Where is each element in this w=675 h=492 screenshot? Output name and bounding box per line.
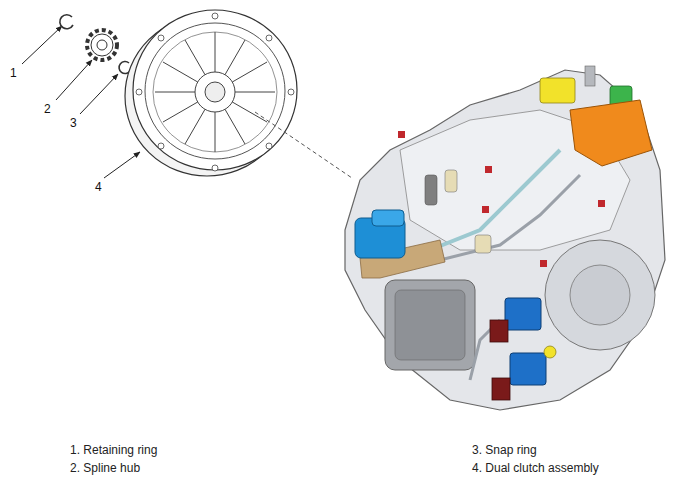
- hub-teeth: [87, 30, 117, 60]
- spoke: [232, 62, 267, 82]
- spoke: [232, 102, 267, 122]
- bell-center: [570, 265, 630, 325]
- spoke: [225, 109, 245, 144]
- leader-arrow: [104, 152, 140, 178]
- bolt: [136, 89, 142, 95]
- clutch-cover: [133, 10, 297, 170]
- red-marker: [540, 260, 547, 267]
- sensor: [445, 170, 457, 192]
- spoke: [185, 40, 205, 75]
- callout-number: 1: [10, 66, 17, 80]
- spoke: [163, 62, 198, 82]
- clutch-center: [195, 72, 235, 112]
- spoke: [215, 32, 216, 72]
- spline-hub: [87, 30, 117, 60]
- hydraulic-tube: [440, 175, 580, 260]
- red-marker: [398, 131, 405, 138]
- yellow-plug: [544, 346, 556, 358]
- bolt: [288, 89, 294, 95]
- dual-clutch-assembly: [125, 10, 297, 176]
- callout-number: 3: [70, 116, 77, 130]
- part-name: 3. Snap ring: [472, 443, 537, 457]
- actuator-unit: [570, 100, 652, 166]
- red-marker: [482, 206, 489, 213]
- retaining-ring: [60, 15, 73, 29]
- part-name: 4. Dual clutch assembly: [472, 461, 599, 475]
- motor-face: [395, 290, 465, 360]
- transmission-case: [345, 70, 665, 410]
- bolt: [212, 13, 218, 19]
- hub-bore: [97, 40, 107, 50]
- motor-body: [385, 280, 475, 370]
- spoke: [215, 112, 216, 152]
- bolt: [158, 143, 164, 149]
- bolt: [266, 35, 272, 41]
- red-marker: [598, 200, 605, 207]
- spoke: [155, 92, 195, 93]
- spoke: [185, 109, 205, 144]
- red-connector: [490, 320, 508, 342]
- spoke: [235, 92, 275, 93]
- bolt: [266, 143, 272, 149]
- transmission: [345, 66, 665, 410]
- hub-body: [91, 34, 113, 56]
- sensor: [475, 235, 491, 253]
- spoke: [225, 40, 245, 75]
- bolt: [212, 165, 218, 171]
- blue-solenoid: [510, 353, 546, 385]
- red-marker: [485, 166, 492, 173]
- spoke: [163, 102, 198, 122]
- callout-number: 4: [95, 180, 102, 194]
- part-name: 2. Spline hub: [70, 461, 140, 475]
- bell-housing: [545, 240, 655, 350]
- leader-arrow: [22, 26, 62, 64]
- red-connector: [492, 378, 510, 400]
- actuator-stem: [585, 66, 595, 86]
- yellow-connector: [540, 78, 575, 103]
- clutch-rim: [145, 23, 285, 159]
- clutch-bore: [205, 82, 225, 102]
- bolt: [158, 35, 164, 41]
- clutch-bolts: [136, 13, 294, 171]
- blue-solenoid: [505, 298, 541, 330]
- callout-number: 2: [44, 102, 51, 116]
- leader-arrow: [80, 74, 118, 114]
- leader-arrow: [56, 60, 92, 100]
- sensor: [425, 175, 437, 205]
- part-name: 1. Retaining ring: [70, 443, 157, 457]
- clutch-rim: [153, 32, 277, 152]
- clutch-spokes: [155, 32, 275, 152]
- alignment-line: [255, 112, 352, 178]
- reservoir-cap: [372, 210, 404, 226]
- hydraulic-tube: [430, 150, 560, 250]
